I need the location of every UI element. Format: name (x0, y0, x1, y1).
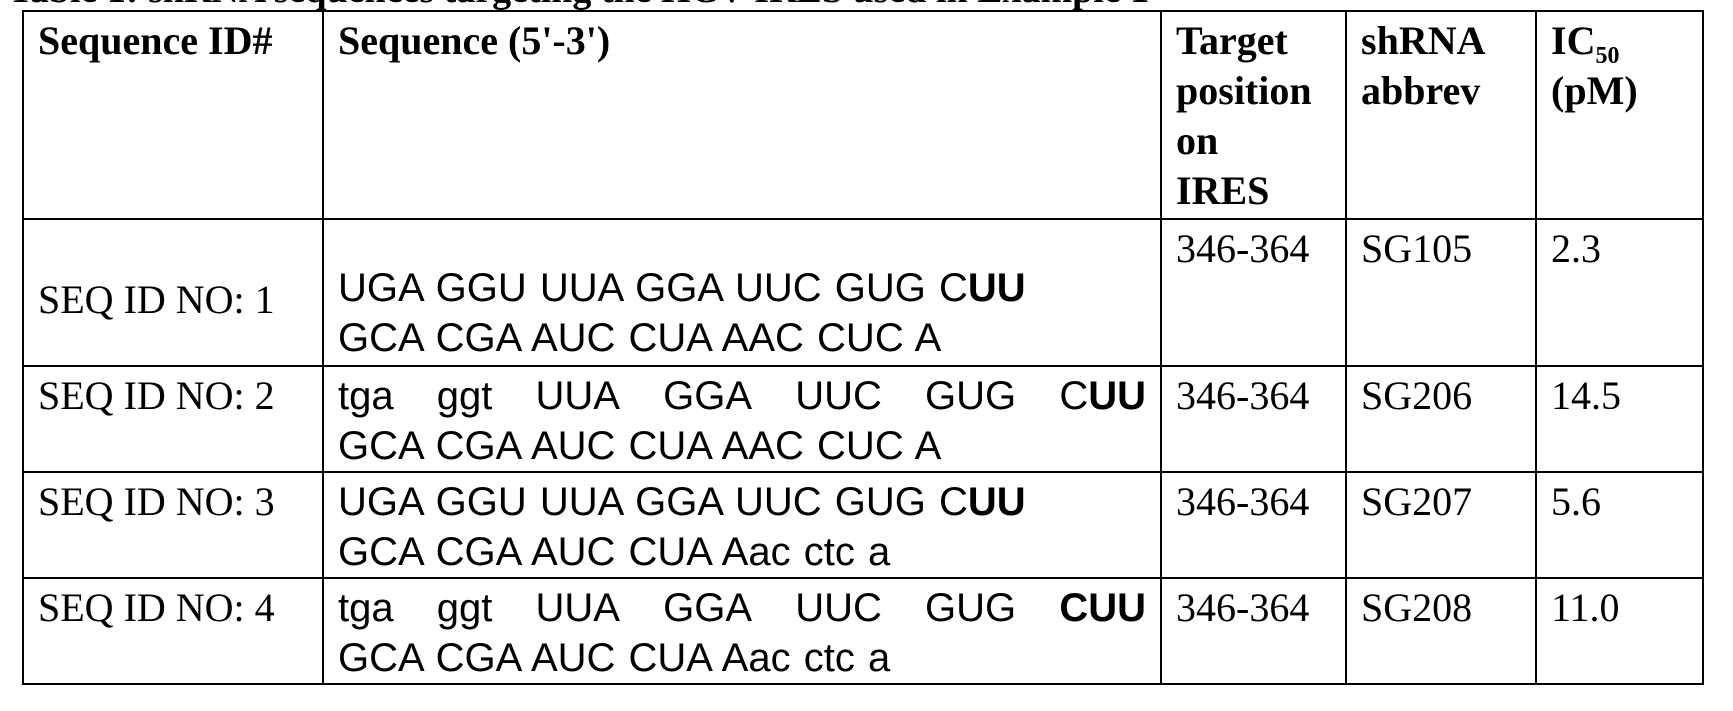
header-target-line: IRES (1176, 168, 1269, 213)
sequence-line-2: GCA CGA AUC CUA AAC CUC A (338, 421, 1146, 471)
header-ic50-unit: (pM) (1551, 68, 1638, 113)
sequence-cell: tga ggt UUA GGA UUC GUG CUU GCA CGA AUC … (323, 366, 1161, 472)
sequence-text: UGA GGU UUA GGA UUC GUG C (338, 266, 968, 310)
sequence-line-1: UGA GGU UUA GGA UUC GUG CUU (338, 477, 1146, 527)
header-ic50-label: IC (1551, 18, 1595, 63)
sequence-token: UUA (536, 583, 620, 633)
header-shrna-line: abbrev (1361, 68, 1480, 113)
header-sequence: Sequence (5'-3') (323, 11, 1161, 219)
target-position-cell: 346-364 (1161, 578, 1346, 684)
sequence-token: tga (338, 371, 394, 421)
header-ic50: IC50 (pM) (1536, 11, 1703, 219)
sequence-line-1: tga ggt UUA GGA UUC GUG CUU (338, 583, 1146, 633)
header-row: Sequence ID# Sequence (5'-3') Target pos… (23, 11, 1703, 219)
table-row: SEQ ID NO: 3 UGA GGU UUA GGA UUC GUG CUU… (23, 472, 1703, 578)
table-row: SEQ ID NO: 1 UGA GGU UUA GGA UUC GUG CUU… (23, 219, 1703, 366)
header-shrna-line: shRNA (1361, 18, 1485, 63)
shrna-abbrev-cell: SG105 (1346, 219, 1536, 366)
header-target-line: position (1176, 68, 1312, 113)
sequence-line-2: GCA CGA AUC CUA AAC CUC A (338, 313, 1146, 363)
sequence-line-1: UGA GGU UUA GGA UUC GUG CUU (338, 263, 1146, 313)
shrna-abbrev-cell: SG208 (1346, 578, 1536, 684)
ic50-cell: 5.6 (1536, 472, 1703, 578)
sequence-token: CUU (1059, 371, 1146, 421)
sequence-bold-text: UU (968, 480, 1026, 524)
sequence-id-cell: SEQ ID NO: 4 (23, 578, 323, 684)
shrna-abbrev-cell: SG207 (1346, 472, 1536, 578)
sequence-line-2: GCA CGA AUC CUA Aac ctc a (338, 633, 1146, 683)
ic50-cell: 2.3 (1536, 219, 1703, 366)
ic50-cell: 11.0 (1536, 578, 1703, 684)
shrna-sequence-table: Sequence ID# Sequence (5'-3') Target pos… (22, 10, 1704, 685)
sequence-token: UUC (795, 583, 882, 633)
table-caption: Table 1: shRNA sequences targeting the H… (8, 0, 1708, 10)
header-sequence-id: Sequence ID# (23, 11, 323, 219)
shrna-abbrev-cell: SG206 (1346, 366, 1536, 472)
sequence-token: UUC (795, 371, 882, 421)
sequence-bold-text: UU (968, 266, 1026, 310)
header-target-line: on (1176, 118, 1218, 163)
sequence-text: UGA GGU UUA GGA UUC GUG C (338, 480, 968, 524)
header-shrna-abbrev: shRNA abbrev (1346, 11, 1536, 219)
header-target-position: Target position on IRES (1161, 11, 1346, 219)
sequence-token: UUA (536, 371, 620, 421)
sequence-cell: UGA GGU UUA GGA UUC GUG CUU GCA CGA AUC … (323, 219, 1161, 366)
sequence-token: GUG (925, 583, 1016, 633)
sequence-line-2: GCA CGA AUC CUA Aac ctc a (338, 527, 1146, 577)
sequence-bold-text: CUU (1059, 586, 1146, 630)
sequence-token: GGA (663, 583, 752, 633)
sequence-token: CUU (1059, 583, 1146, 633)
target-position-cell: 346-364 (1161, 219, 1346, 366)
target-position-cell: 346-364 (1161, 366, 1346, 472)
target-position-cell: 346-364 (1161, 472, 1346, 578)
sequence-token: ggt (437, 371, 493, 421)
sequence-token: GUG (925, 371, 1016, 421)
sequence-bold-text: UU (1088, 374, 1146, 418)
sequence-id-cell: SEQ ID NO: 2 (23, 366, 323, 472)
sequence-cell: UGA GGU UUA GGA UUC GUG CUU GCA CGA AUC … (323, 472, 1161, 578)
header-ic50-subscript: 50 (1595, 43, 1619, 69)
sequence-text: C (1059, 374, 1088, 418)
sequence-line-1: tga ggt UUA GGA UUC GUG CUU (338, 371, 1146, 421)
sequence-id-cell: SEQ ID NO: 1 (23, 219, 323, 366)
table-row: SEQ ID NO: 2 tga ggt UUA GGA UUC GUG CUU… (23, 366, 1703, 472)
table-row: SEQ ID NO: 4 tga ggt UUA GGA UUC GUG CUU… (23, 578, 1703, 684)
header-target-line: Target (1176, 18, 1288, 63)
sequence-token: GGA (663, 371, 752, 421)
sequence-token: tga (338, 583, 394, 633)
sequence-token: ggt (437, 583, 493, 633)
ic50-cell: 14.5 (1536, 366, 1703, 472)
sequence-id-cell: SEQ ID NO: 3 (23, 472, 323, 578)
sequence-cell: tga ggt UUA GGA UUC GUG CUU GCA CGA AUC … (323, 578, 1161, 684)
